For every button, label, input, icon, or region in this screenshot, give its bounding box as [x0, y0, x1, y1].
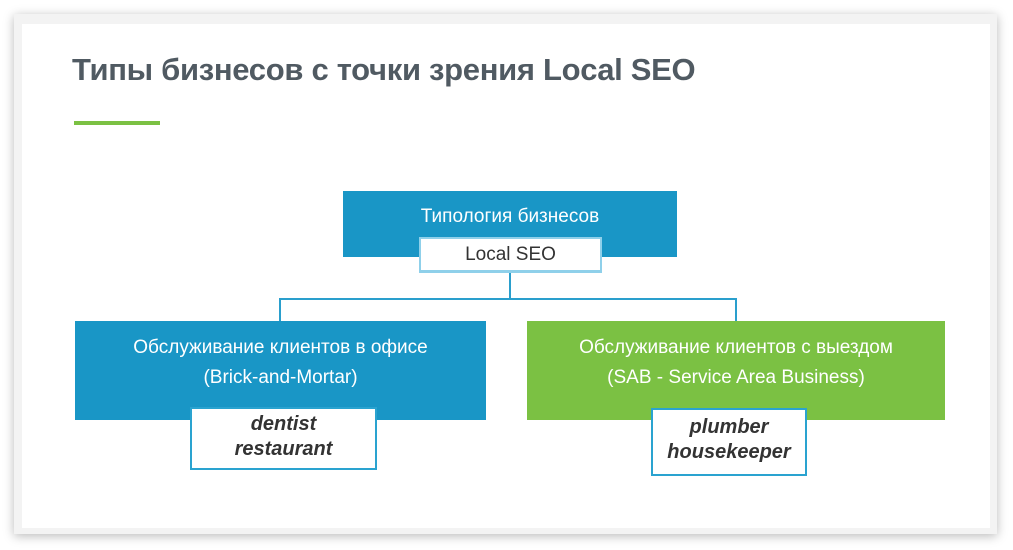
- left-example-item: restaurant: [234, 438, 333, 460]
- left-node-subtitle: (Brick-and-Mortar): [203, 367, 358, 388]
- left-node-title: Обслуживание клиентов в офисе: [133, 337, 428, 358]
- title-accent-line: [74, 121, 160, 125]
- right-node-subtitle: (SAB - Service Area Business): [607, 367, 865, 388]
- right-node-examples: plumber housekeeper: [651, 408, 807, 476]
- right-example-item: plumber: [689, 416, 769, 438]
- left-example-item: dentist: [250, 413, 317, 435]
- left-node: Обслуживание клиентов в офисе (Brick-and…: [75, 321, 486, 420]
- right-node-title: Обслуживание клиентов с выездом: [579, 337, 893, 358]
- root-node-tag: Local SEO: [419, 237, 602, 273]
- slide-title: Типы бизнесов с точки зрения Local SEO: [72, 52, 696, 87]
- right-node: Обслуживание клиентов с выездом (SAB - S…: [527, 321, 945, 420]
- slide-canvas: [22, 24, 990, 528]
- right-example-item: housekeeper: [667, 441, 791, 463]
- root-node-title: Типология бизнесов: [420, 206, 600, 227]
- left-node-examples: dentist restaurant: [190, 407, 377, 470]
